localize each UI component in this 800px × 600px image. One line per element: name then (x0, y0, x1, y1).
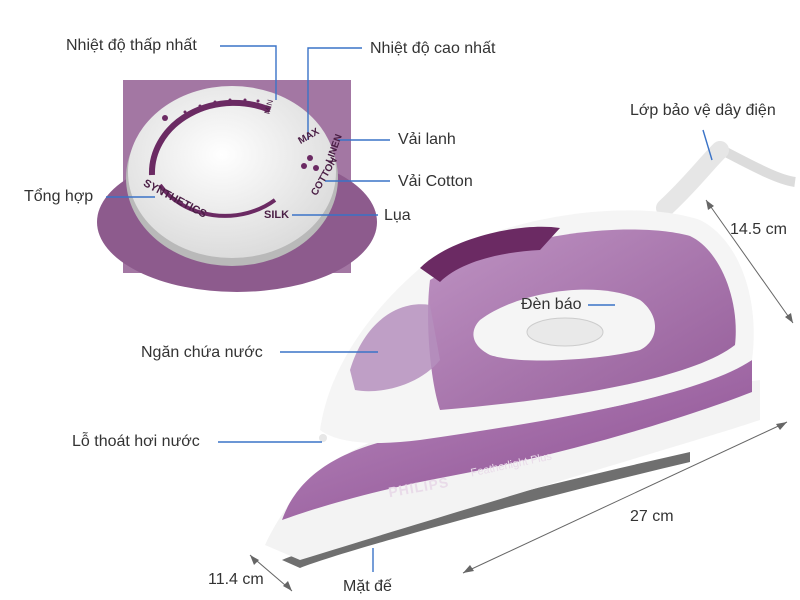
callout-min-temp: Nhiệt độ thấp nhất (66, 37, 197, 54)
callout-indicator: Đèn báo (521, 296, 582, 313)
dimension-lines (249, 199, 794, 592)
callout-cord-guard: Lớp bảo vệ dây điện (630, 102, 776, 119)
dimension-height: 14.5 cm (730, 221, 787, 238)
callout-max-temp: Nhiệt độ cao nhất (370, 40, 496, 57)
callout-cotton: Vải Cotton (398, 173, 473, 190)
dial-label-silk: SILK (264, 209, 290, 221)
callout-silk: Lụa (384, 207, 411, 224)
callout-steam-vent: Lỗ thoát hơi nước (72, 433, 200, 450)
dial-closeup (97, 80, 377, 292)
callout-synthetic: Tổng hợp (24, 188, 94, 205)
callout-soleplate: Mặt đế (343, 578, 392, 595)
dimension-width: 11.4 cm (208, 571, 264, 588)
callout-lines (106, 45, 713, 572)
callout-water-tank: Ngăn chứa nước (141, 344, 263, 361)
callout-linen: Vải lanh (398, 131, 456, 148)
dimension-length: 27 cm (630, 508, 674, 525)
iron (265, 141, 796, 568)
